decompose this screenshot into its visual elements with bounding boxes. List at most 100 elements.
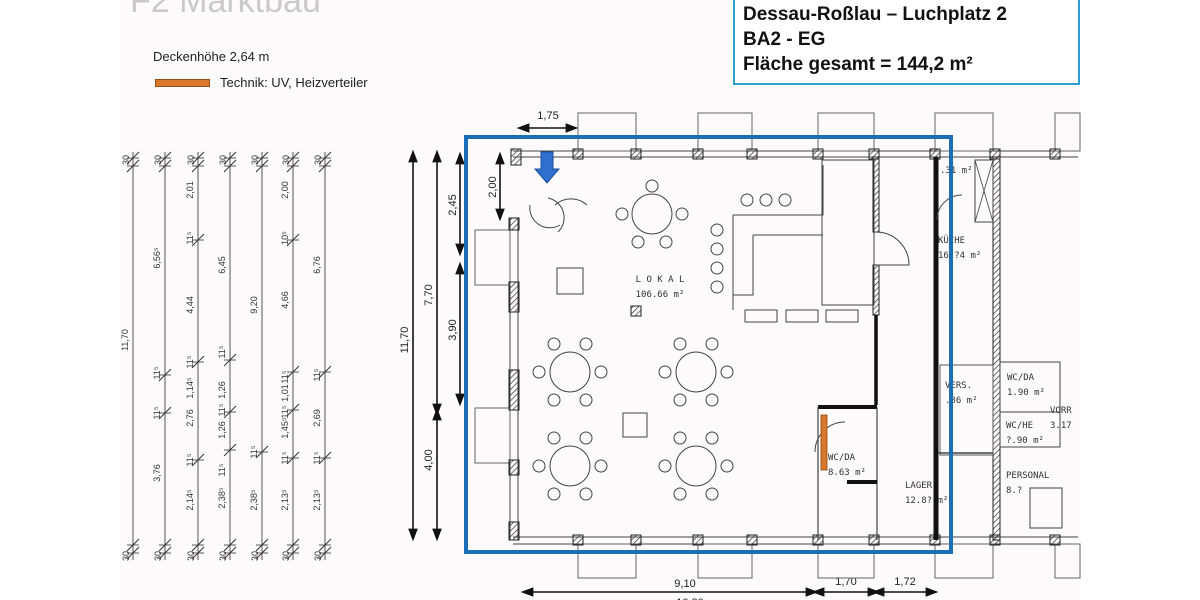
counter-block bbox=[821, 159, 875, 306]
chair bbox=[659, 235, 673, 249]
room-name: LAGER bbox=[905, 481, 933, 491]
room-name: WC/HE bbox=[1006, 421, 1033, 431]
dimension-end-label: 30 bbox=[313, 551, 323, 561]
dimension-label: 4,00 bbox=[423, 449, 435, 470]
dimension-label: 10⁵ bbox=[280, 231, 290, 245]
chair bbox=[631, 235, 645, 249]
chair bbox=[673, 431, 687, 445]
dimension-end-label: 30 bbox=[153, 551, 163, 561]
dimension-end-label: 30 bbox=[121, 155, 131, 165]
dimension-label: 11⁵ bbox=[217, 403, 227, 416]
partition-wall bbox=[992, 156, 1001, 541]
pillar bbox=[572, 148, 584, 160]
dimension-end-label: 30 bbox=[186, 155, 196, 165]
bar-stool bbox=[740, 193, 754, 207]
dimension-label: 1,14⁵ bbox=[185, 377, 195, 399]
info-box: Dessau-Roßlau – Luchplatz 2 BA2 - EG Flä… bbox=[733, 0, 1080, 85]
dimension-label: 7,70 bbox=[423, 284, 435, 305]
chair bbox=[579, 393, 593, 407]
bar-stool bbox=[759, 193, 773, 207]
room-name: VORR bbox=[1050, 406, 1072, 416]
pillar bbox=[1049, 534, 1061, 546]
chair bbox=[705, 393, 719, 407]
chair bbox=[673, 487, 687, 501]
chair bbox=[615, 207, 629, 221]
dimension-end-label: 30 bbox=[218, 551, 228, 561]
wc-room bbox=[999, 411, 1061, 448]
dimension-label: 11⁵ bbox=[152, 366, 162, 379]
walls bbox=[474, 112, 1081, 579]
dimension-label: 2,01 bbox=[185, 181, 195, 199]
dimension-label: 2,38⁵ bbox=[249, 489, 259, 511]
dimension-label: 11⁵ bbox=[280, 405, 290, 418]
chair bbox=[658, 365, 672, 379]
dimension-label: 11,70 bbox=[399, 327, 411, 354]
dimension-label: 11⁵ bbox=[249, 445, 259, 458]
dimension-label: 1,45⁵ bbox=[280, 417, 290, 439]
room-name: WC/DA bbox=[1007, 373, 1035, 383]
column-box bbox=[556, 267, 584, 295]
dimension-end-label: 30 bbox=[121, 551, 131, 561]
chimney bbox=[974, 159, 994, 223]
dimension-end-label: 30 bbox=[250, 155, 260, 165]
info-section: BA2 - EG bbox=[743, 29, 826, 50]
technik-marker bbox=[820, 414, 828, 471]
chair bbox=[547, 487, 561, 501]
dimension-label: 6,56⁵ bbox=[152, 247, 162, 269]
chair bbox=[579, 431, 593, 445]
dimension-label: 6,45 bbox=[217, 256, 227, 274]
dimension-label: 1,72 bbox=[894, 576, 915, 588]
pillar bbox=[508, 217, 520, 231]
chair bbox=[594, 459, 608, 473]
window-frame bbox=[934, 112, 994, 152]
dimension-label: 11⁵ bbox=[185, 355, 195, 368]
chair bbox=[705, 487, 719, 501]
room-area: 16.?4 m² bbox=[938, 251, 981, 261]
round-table bbox=[549, 445, 591, 487]
dimension-label: 1,26 bbox=[217, 381, 227, 399]
chair bbox=[579, 487, 593, 501]
dimension-label: 10,80 bbox=[676, 597, 704, 600]
room-area: 8.? bbox=[1006, 486, 1022, 496]
dimension-label: 3,76 bbox=[152, 464, 162, 482]
legend: Technik: UV, Heizverteiler bbox=[155, 75, 368, 90]
plan-sheet bbox=[120, 0, 1080, 600]
door-swing bbox=[936, 194, 963, 221]
chair bbox=[673, 337, 687, 351]
dimension-label: 2,69 bbox=[312, 409, 322, 427]
pillar bbox=[508, 459, 520, 476]
staff-table bbox=[1029, 487, 1063, 529]
chair bbox=[579, 337, 593, 351]
dimension-label: 1,70 bbox=[835, 576, 856, 588]
chair bbox=[532, 365, 546, 379]
chair bbox=[532, 459, 546, 473]
chair bbox=[720, 365, 734, 379]
dimension-label: 4,66 bbox=[280, 291, 290, 309]
chair bbox=[645, 179, 659, 193]
chair bbox=[705, 431, 719, 445]
entrance-door-swing bbox=[529, 197, 588, 233]
bench bbox=[785, 309, 819, 323]
round-table bbox=[675, 351, 717, 393]
info-total-area: Fläche gesamt = 144,2 m² bbox=[743, 54, 973, 75]
dimension-end-label: 30 bbox=[186, 551, 196, 561]
furniture bbox=[532, 159, 1063, 529]
dimension-label: 6,76 bbox=[312, 256, 322, 274]
window-frame bbox=[577, 112, 637, 152]
window-frame bbox=[697, 543, 753, 579]
window-frame bbox=[817, 543, 875, 579]
info-address: Dessau-Roßlau – Luchplatz 2 bbox=[743, 4, 1007, 25]
room-area: 8.63 m² bbox=[828, 468, 866, 478]
dimension-label: 9,20 bbox=[249, 296, 259, 314]
pillar bbox=[572, 534, 584, 546]
pillar bbox=[630, 534, 642, 546]
round-table bbox=[549, 351, 591, 393]
dimension-label: 2,00 bbox=[280, 181, 290, 199]
column-box bbox=[622, 412, 648, 438]
legend-technik-label: Technik: UV, Heizverteiler bbox=[220, 75, 368, 90]
ceiling-height-note: Deckenhöhe 2,64 m bbox=[153, 49, 270, 64]
pillar bbox=[868, 534, 880, 546]
window-frame bbox=[1054, 112, 1081, 152]
